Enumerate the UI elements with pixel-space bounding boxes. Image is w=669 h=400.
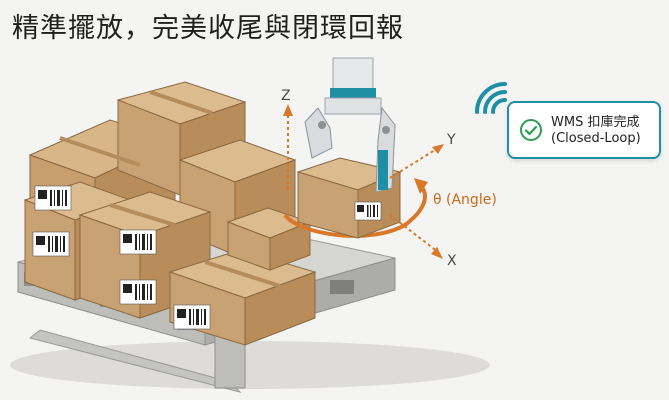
barcode-labels [32, 185, 211, 330]
page-title: 精準擺放，完美收尾與閉環回報 [12, 13, 404, 44]
check-circle-icon [520, 119, 542, 141]
axis-lines [287, 112, 439, 253]
y-axis-label: Y [447, 132, 456, 148]
z-axis-label: Z [281, 88, 291, 104]
wms-callout: WMS 扣庫完成 (Closed-Loop) [507, 101, 661, 159]
wifi-signal-icon [475, 82, 507, 114]
z-axis-arrowhead [283, 104, 293, 116]
rotation-arrow [283, 183, 427, 238]
robot-gripper [304, 57, 396, 193]
callout-line-2: (Closed-Loop) [551, 131, 641, 146]
angle-label: θ (Angle) [433, 192, 497, 208]
x-axis-label: X [447, 253, 457, 269]
callout-line-1: WMS 扣庫完成 [551, 115, 640, 130]
floor-shadow [10, 341, 490, 389]
y-axis-arrowhead [432, 144, 444, 154]
x-axis-arrowhead [431, 247, 443, 259]
